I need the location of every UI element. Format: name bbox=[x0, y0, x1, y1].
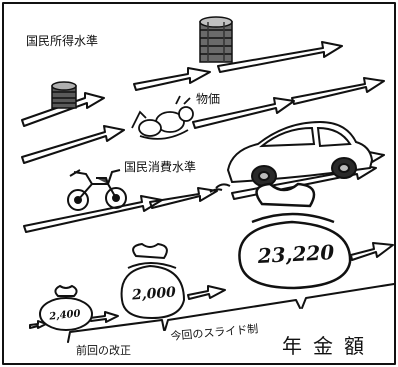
price-arrow-3 bbox=[291, 77, 385, 105]
consumption-arrow-2 bbox=[149, 187, 218, 209]
coin-stack-small-icon bbox=[51, 81, 77, 109]
money-bag-small-icon bbox=[39, 284, 93, 331]
vegetables-icon bbox=[131, 95, 194, 140]
label-previous-revision: 前回の改正 bbox=[76, 344, 131, 357]
money-bag-large-value: 23,220 bbox=[257, 240, 335, 268]
income-arrow-3 bbox=[217, 41, 343, 73]
label-prices: 物価 bbox=[196, 92, 221, 106]
price-arrow-1 bbox=[21, 125, 125, 164]
car-icon bbox=[209, 120, 374, 193]
income-arrow-2 bbox=[133, 67, 211, 91]
money-bag-large-icon bbox=[238, 182, 352, 290]
money-bag-medium-icon bbox=[120, 242, 186, 320]
pension-bracket-tail bbox=[301, 283, 395, 309]
motorbike-icon bbox=[67, 169, 127, 211]
price-arrow-2 bbox=[192, 97, 295, 129]
pension-arrow-2 bbox=[89, 311, 119, 323]
consumption-arrow-1 bbox=[23, 195, 163, 233]
pension-arrow-1 bbox=[29, 320, 47, 329]
slide-bracket bbox=[164, 299, 301, 331]
pension-arrow-3 bbox=[187, 285, 226, 300]
label-national-income: 国民所得水準 bbox=[26, 34, 99, 48]
previous-bracket bbox=[67, 319, 165, 343]
coin-stack-large-icon bbox=[199, 16, 233, 63]
border-frame bbox=[2, 2, 396, 365]
income-arrow-1 bbox=[21, 92, 105, 127]
label-national-consumption: 国民消費水準 bbox=[124, 160, 197, 174]
label-pension-amount: 年金額 bbox=[282, 334, 375, 358]
pension-arrow-4 bbox=[350, 242, 394, 261]
